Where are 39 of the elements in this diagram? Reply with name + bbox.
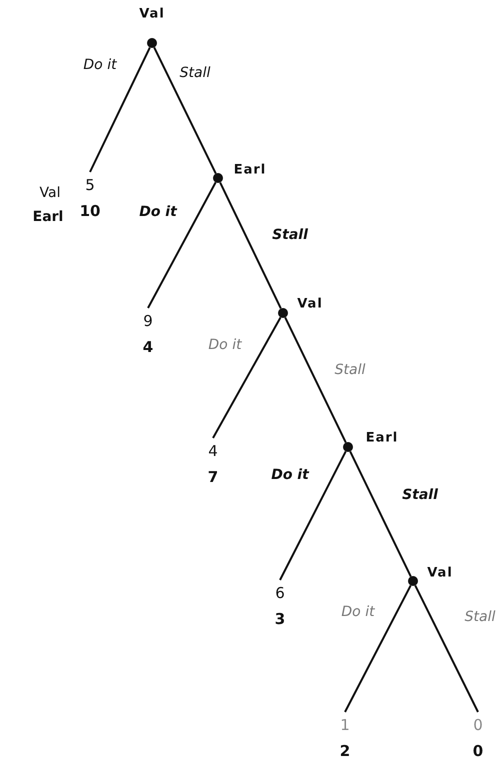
- payoff-value: 3: [274, 609, 286, 630]
- tree-branch: [89, 47, 151, 172]
- move-label: Stall: [180, 65, 210, 81]
- payoff-value: 7: [206, 467, 220, 488]
- payoff-value: 4: [142, 337, 154, 358]
- payoff-value: 2: [338, 741, 352, 762]
- payoff-value: 4: [207, 441, 219, 462]
- move-label: Do it: [341, 604, 375, 620]
- move-label: Stall: [402, 487, 438, 503]
- payoff-value: 10: [78, 201, 102, 222]
- player-label: Val: [427, 566, 453, 580]
- player-label: Earl: [366, 430, 398, 446]
- tree-branch: [414, 585, 479, 712]
- payoff-value: 0: [472, 741, 484, 762]
- payoff-value: 6: [274, 583, 286, 604]
- player-label: Earl: [234, 162, 266, 178]
- payoff-value: 0: [472, 715, 484, 736]
- move-label: Do it: [83, 57, 117, 73]
- player-label: Val: [139, 6, 165, 22]
- tree-branch: [279, 451, 347, 580]
- move-label: Do it: [139, 204, 177, 220]
- tree-branch: [153, 47, 217, 174]
- move-label: Stall: [334, 362, 366, 378]
- move-label: Stall: [272, 227, 308, 243]
- payoff-value: 1: [339, 715, 351, 736]
- move-label: Do it: [208, 337, 242, 353]
- tree-branch: [344, 584, 412, 712]
- row-label: Earl: [32, 209, 64, 225]
- tree-branch: [147, 182, 217, 308]
- move-label: Do it: [271, 467, 309, 483]
- payoff-value: 5: [84, 175, 96, 196]
- player-label: Val: [297, 296, 323, 312]
- tree-branch: [219, 182, 282, 309]
- tree-branch: [349, 451, 412, 577]
- payoff-value: 9: [142, 311, 154, 332]
- tree-branch: [212, 316, 282, 438]
- move-label: Stall: [464, 609, 496, 625]
- tree-branch: [284, 317, 347, 443]
- row-label: Val: [40, 185, 60, 201]
